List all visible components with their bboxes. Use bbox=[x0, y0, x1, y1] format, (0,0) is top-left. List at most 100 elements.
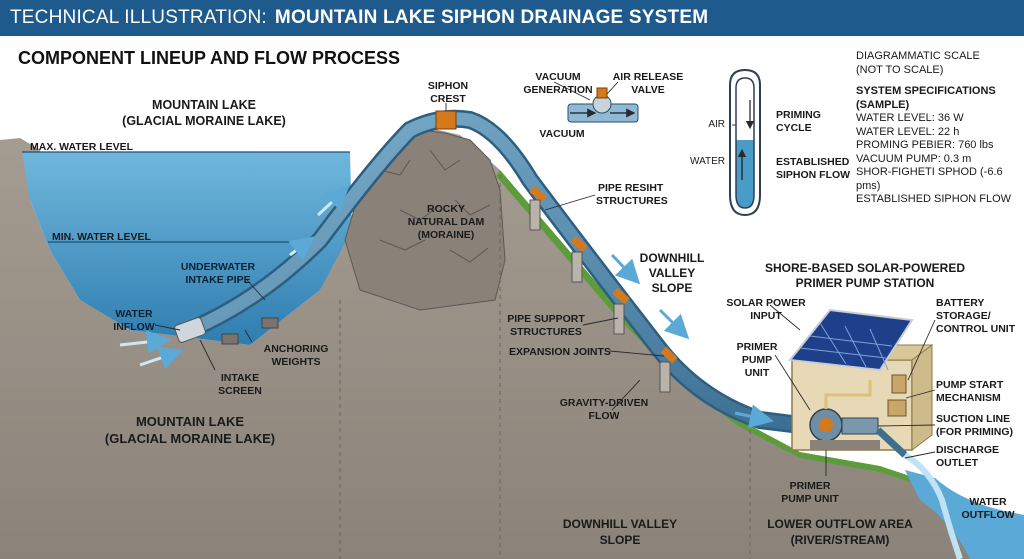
anchoring-weight bbox=[221, 333, 239, 345]
downhill-slope-label-1: DOWNHILL bbox=[640, 251, 705, 265]
gravity-flow-label-1: GRAVITY-DRIVEN bbox=[560, 397, 648, 409]
pipe-support bbox=[529, 199, 541, 231]
battery-label-2: STORAGE/ bbox=[936, 310, 991, 322]
siphon-crest-label-1: SIPHON bbox=[428, 80, 468, 92]
discharge-label-1: DISCHARGE bbox=[936, 444, 999, 456]
intake-pipe-label-1: UNDERWATER bbox=[181, 261, 256, 273]
vacuum-label: VACUUM bbox=[539, 128, 585, 140]
water-outflow-label-1: WATER bbox=[969, 496, 1007, 508]
terrain bbox=[0, 128, 1024, 559]
title-prefix: TECHNICAL ILLUSTRATION: bbox=[10, 7, 267, 28]
solar-input-label-1: SOLAR POWER bbox=[726, 297, 806, 309]
station-label-2: PRIMER PUMP STATION bbox=[796, 276, 935, 290]
intake-screen-label-2: SCREEN bbox=[218, 385, 262, 397]
primer-bottom-label-2: PUMP UNIT bbox=[781, 493, 839, 505]
spec-panel: DIAGRAMMATIC SCALE (NOT TO SCALE) SYSTEM… bbox=[856, 50, 1024, 207]
pipe-support bbox=[571, 251, 583, 283]
lake-bottom-label-2: (GLACIAL MORAINE LAKE) bbox=[105, 431, 275, 446]
air-label: AIR bbox=[708, 119, 725, 130]
siphon-crest-label-2: CREST bbox=[430, 93, 466, 105]
suction-line-label-1: SUCTION LINE bbox=[936, 413, 1010, 425]
suction-line-label-2: (FOR PRIMING) bbox=[936, 426, 1013, 438]
lake-top-label-1: MOUNTAIN LAKE bbox=[152, 98, 256, 112]
scale-line-1: DIAGRAMMATIC SCALE bbox=[856, 50, 980, 62]
primer-pump-label-1: PRIMER bbox=[737, 341, 778, 353]
battery-box bbox=[887, 399, 907, 417]
water-label: WATER bbox=[690, 156, 725, 167]
title-bar: TECHNICAL ILLUSTRATION: MOUNTAIN LAKE SI… bbox=[0, 0, 1024, 36]
anchoring-weight bbox=[261, 317, 279, 329]
vacuum-valve-detail bbox=[567, 87, 639, 123]
pipe-support bbox=[613, 303, 625, 335]
station-label-1: SHORE-BASED SOLAR-POWERED bbox=[765, 261, 965, 275]
primer-pump-label-2: PUMP bbox=[742, 354, 772, 366]
primer-pump-label-3: UNIT bbox=[745, 367, 770, 379]
air-release-label-2: VALVE bbox=[631, 84, 664, 96]
established-label-1: ESTABLISHED bbox=[776, 156, 850, 168]
anchoring-weights-label-1: ANCHORING bbox=[264, 343, 329, 355]
pipe-resiht-label-2: STRUCTURES bbox=[596, 195, 668, 207]
scale-line-2: (NOT TO SCALE) bbox=[856, 63, 944, 76]
spec-item: PROMING PEBIER: 760 lbs bbox=[856, 139, 994, 151]
specs-heading-2: (SAMPLE) bbox=[856, 98, 910, 111]
water-outflow-label-2: OUTFLOW bbox=[961, 509, 1014, 521]
spec-item: WATER LEVEL: 22 h bbox=[856, 125, 960, 138]
battery-label-3: CONTROL UNIT bbox=[936, 323, 1016, 335]
expansion-joint bbox=[612, 287, 630, 305]
vacuum-generation-label-2: GENERATION bbox=[523, 84, 592, 96]
pipe-resiht-label-1: PIPE RESIHT bbox=[598, 182, 664, 194]
pipe-support bbox=[659, 361, 671, 393]
river bbox=[905, 470, 1024, 559]
downhill-slope-label-2: VALLEY bbox=[649, 266, 695, 280]
lake-bottom-label-1: MOUNTAIN LAKE bbox=[136, 414, 244, 429]
lake-water bbox=[22, 152, 352, 345]
pump-station bbox=[788, 308, 934, 458]
spec-item: SHOR-FIGHETI SPHOD (-6.6 pms) bbox=[856, 166, 1003, 192]
priming-cycle-label-2: CYCLE bbox=[776, 122, 812, 134]
rocky-dam-label-3: (MORAINE) bbox=[418, 229, 475, 241]
pipe-support-label-2: STRUCTURES bbox=[510, 326, 582, 338]
anchoring-weights-label-2: WEIGHTS bbox=[272, 356, 321, 368]
section-title: COMPONENT LINEUP AND FLOW PROCESS bbox=[18, 48, 401, 68]
discharge-label-2: OUTLET bbox=[936, 457, 979, 469]
specs-heading-1: SYSTEM SPECIFICATIONS bbox=[856, 85, 996, 97]
gravity-flow-label-2: FLOW bbox=[589, 410, 620, 422]
battery-label-1: BATTERY bbox=[936, 297, 984, 309]
title-main: MOUNTAIN LAKE SIPHON DRAINAGE SYSTEM bbox=[274, 7, 709, 28]
vacuum-generation-label-1: VACUUM bbox=[535, 71, 581, 83]
spec-item: WATER LEVEL: 36 W bbox=[856, 112, 964, 124]
siphon-crest-coupling bbox=[435, 110, 457, 130]
lake-top-label-2: (GLACIAL MORAINE LAKE) bbox=[122, 114, 286, 128]
min-water-level-label: MIN. WATER LEVEL bbox=[52, 231, 152, 243]
pump-start-label-2: MECHANISM bbox=[936, 392, 1001, 404]
water-inflow-label-1: WATER bbox=[115, 308, 153, 320]
expansion-joint bbox=[660, 346, 678, 364]
priming-cycle-label-1: PRIMING bbox=[776, 109, 821, 121]
pipe-support-label-1: PIPE SUPPORT bbox=[507, 313, 585, 325]
downhill-slope-label-3: SLOPE bbox=[652, 281, 693, 295]
expansion-joints-label: EXPANSION JOINTS bbox=[509, 346, 611, 358]
rocky-dam-label-1: ROCKY bbox=[427, 203, 465, 215]
max-water-level-label: MAX. WATER LEVEL bbox=[30, 141, 134, 153]
air-release-label-1: AIR RELEASE bbox=[613, 71, 684, 83]
intake-screen-label-1: INTAKE bbox=[221, 372, 259, 384]
expansion-joint bbox=[570, 235, 588, 253]
outflow-area-label-1: LOWER OUTFLOW AREA bbox=[767, 517, 913, 531]
pump-start-label-1: PUMP START bbox=[936, 379, 1004, 391]
intake-screen bbox=[174, 317, 206, 343]
solar-input-label-2: INPUT bbox=[750, 310, 782, 322]
downhill-bottom-label-2: SLOPE bbox=[600, 533, 641, 547]
priming-cycle-diagram bbox=[729, 68, 761, 217]
outflow-area-label-2: (RIVER/STREAM) bbox=[791, 533, 890, 547]
spec-item: VACUUM PUMP: 0.3 m bbox=[856, 152, 972, 165]
siphon-diagram: MOUNTAIN LAKE (GLACIAL MORAINE LAKE) MAX… bbox=[0, 68, 1024, 559]
intake-pipe-label-2: INTAKE PIPE bbox=[185, 274, 250, 286]
battery-box bbox=[891, 374, 907, 394]
spec-item: ESTABLISHED SIPHON FLOW bbox=[856, 193, 1012, 205]
rocky-dam-label-2: NATURAL DAM bbox=[408, 216, 485, 228]
primer-bottom-label-1: PRIMER bbox=[790, 480, 831, 492]
established-label-2: SIPHON FLOW bbox=[776, 169, 850, 181]
downhill-bottom-label-1: DOWNHILL VALLEY bbox=[563, 517, 677, 531]
expansion-joint bbox=[529, 185, 547, 203]
water-inflow-label-2: INFLOW bbox=[113, 321, 154, 333]
